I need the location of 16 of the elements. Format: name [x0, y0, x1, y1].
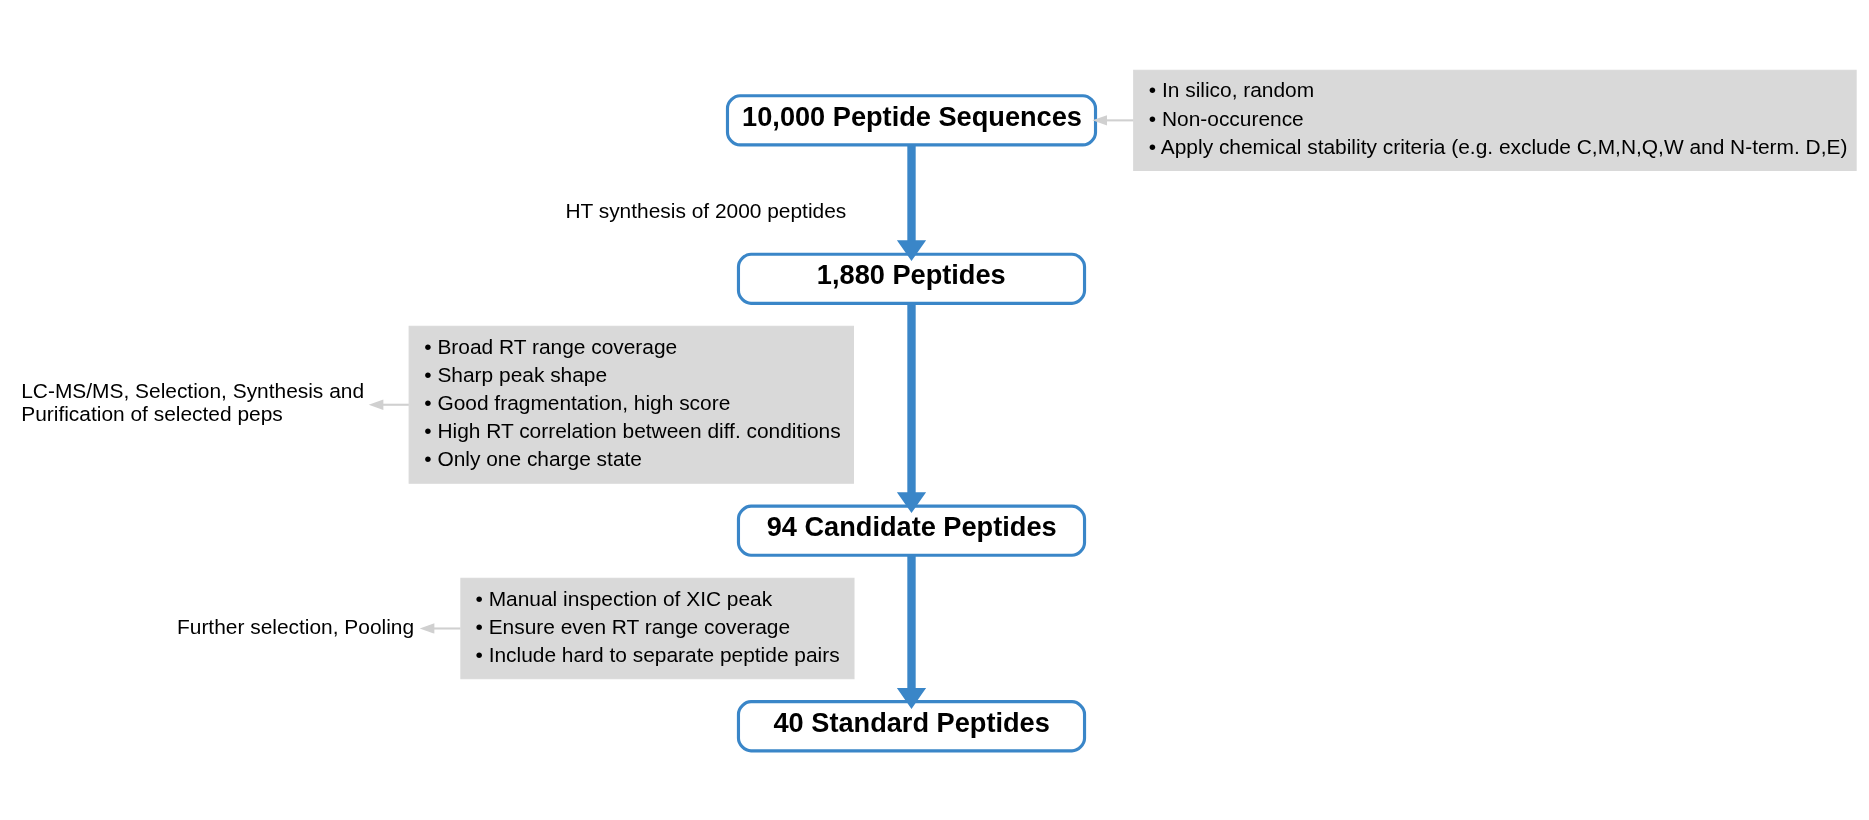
node-box: • Broad RT range coverage • Sharp peak shape • Good fragmentation, high score • High RT correlation between diff. conditions • Only one charge state [408, 325, 854, 484]
node-box: • In silico, random • Non-occurence • Apply chemical stability criteria (e.g. exclude C,M,N,Q,W and N-term. D,E) [1133, 69, 1857, 171]
node-text: HT synthesis of 2000 peptides [565, 198, 847, 222]
node-box: 10,000 Peptide Sequences [725, 93, 1098, 146]
arrow [896, 303, 927, 513]
node-box: 94 Candidate Peptides [736, 504, 1087, 557]
node-text: LC-MS/MS, Selection, Synthesis and Purification of selected peps [21, 378, 365, 425]
arrow [1092, 114, 1134, 125]
node-text: Further selection, Pooling [177, 614, 415, 638]
arrow [896, 555, 927, 709]
node-box: • Manual inspection of XIC peak • Ensure even RT range coverage • Include hard to separate peptide pairs [460, 577, 855, 679]
arrow [419, 622, 461, 634]
arrow [368, 399, 409, 410]
node-box: 40 Standard Peptides [736, 699, 1087, 752]
arrow [896, 144, 927, 261]
node-box: 1,880 Peptides [736, 252, 1087, 305]
